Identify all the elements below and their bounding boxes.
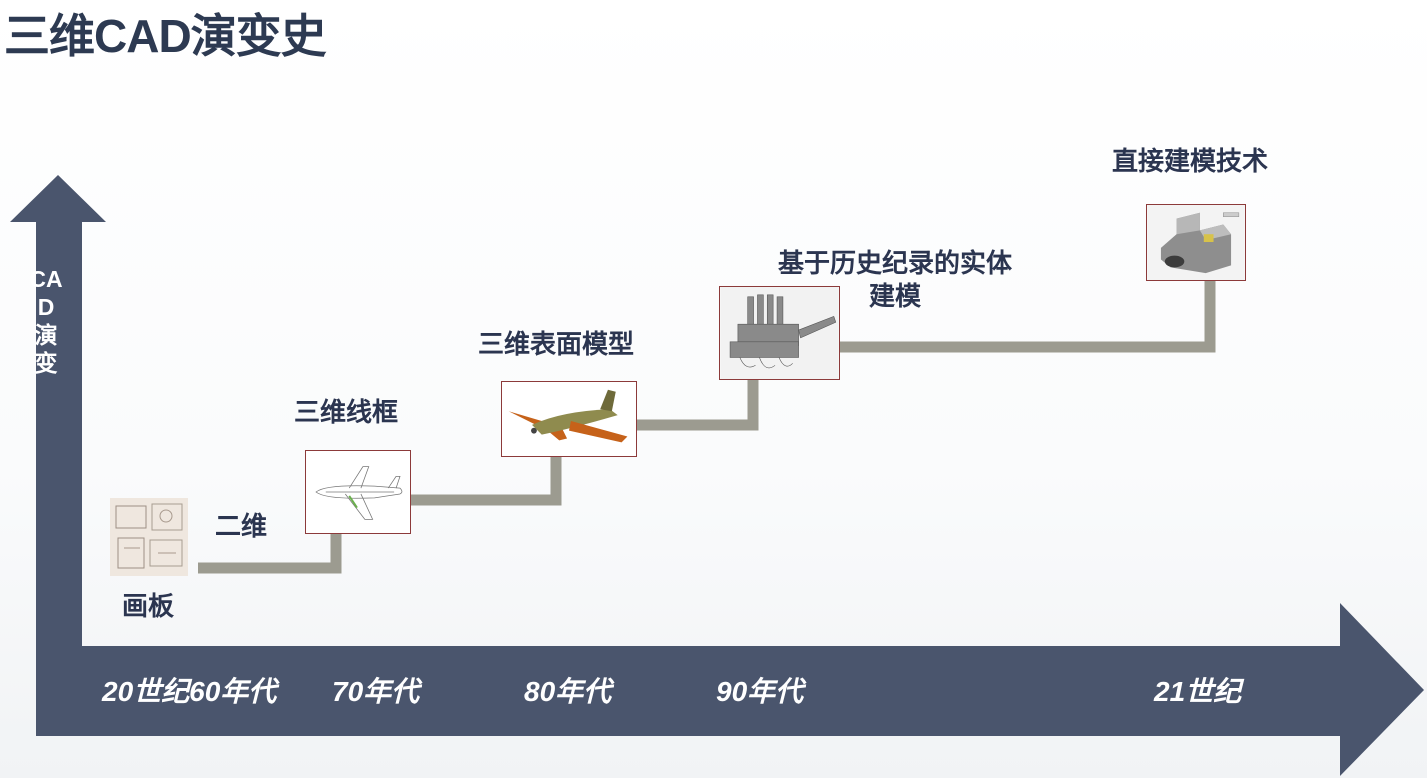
engine-model-image <box>719 286 840 380</box>
era-label-1990s: 90年代 <box>716 676 804 707</box>
stage-label-3d-wireframe: 三维线框 <box>294 397 399 427</box>
page-title: 三维CAD演变史 <box>4 10 327 62</box>
wireframe-airliner-image <box>305 450 411 534</box>
stage-label-history-solid: 基于历史纪录的实体建模 <box>777 248 1012 311</box>
y-axis-arrow <box>10 175 106 736</box>
era-label-21st-century: 21世纪 <box>1154 676 1242 707</box>
stage-label-direct-modeling: 直接建模技术 <box>1112 146 1269 176</box>
stage-label-2d: 二维 <box>215 511 268 541</box>
drawing-board-image <box>110 498 188 576</box>
y-axis-label: CAD演变 <box>29 266 63 376</box>
era-label-1970s: 70年代 <box>332 676 420 707</box>
stage-label-drawing-board: 画板 <box>122 591 175 621</box>
stage-label-3d-surface: 三维表面模型 <box>478 329 635 359</box>
surface-airplane-image <box>501 381 637 457</box>
engine-model-icon <box>720 287 839 379</box>
drawing-board-icon <box>110 498 188 576</box>
direct-model-image <box>1146 204 1246 281</box>
era-label-1980s: 80年代 <box>524 676 612 707</box>
era-label-1960s: 20世纪60年代 <box>102 676 277 707</box>
x-axis-arrow <box>36 603 1424 776</box>
airliner-wireframe-icon <box>315 466 403 520</box>
direct-model-icon <box>1147 205 1245 280</box>
surface-airplane-icon <box>508 389 628 443</box>
